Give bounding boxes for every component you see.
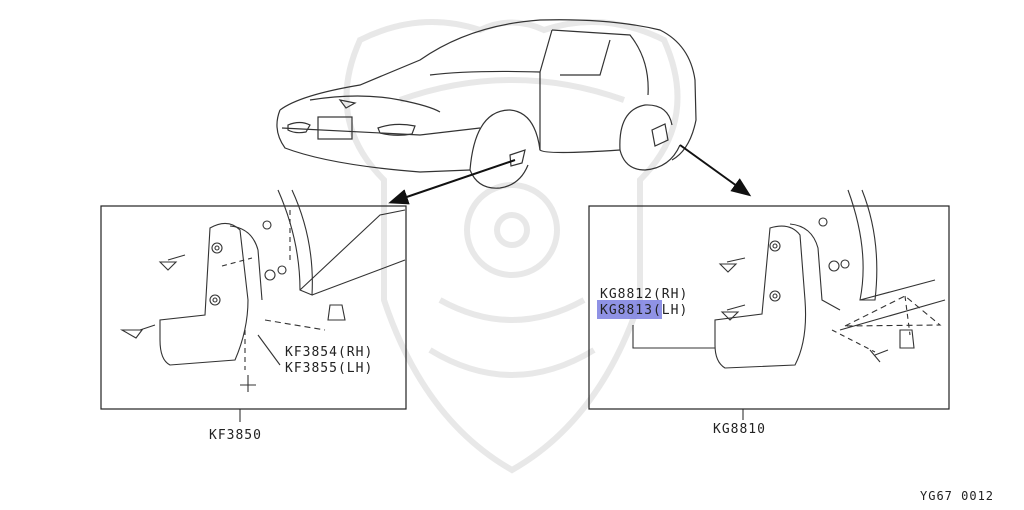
front-mudflap-drawing (119, 189, 406, 392)
assembly-number-kg8810[interactable]: KG8810 (713, 422, 766, 437)
part-highlight (597, 300, 662, 319)
pointer-arrow-rear (679, 144, 752, 197)
rear-mudflap-drawing (632, 189, 946, 369)
part-number-kg8813-lh[interactable]: KG8813(LH) (600, 303, 689, 318)
watermark-emblem (343, 19, 681, 474)
car-illustration (276, 19, 697, 189)
part-number-kf3854-rh[interactable]: KF3854(RH) (285, 345, 374, 360)
part-number-kf3855-lh[interactable]: KF3855(LH) (285, 361, 374, 376)
assembly-number-kf3850[interactable]: KF3850 (209, 428, 262, 443)
diagram-code: YG67 0012 (920, 489, 995, 503)
front-mudflap-panel (100, 205, 407, 410)
rear-mudflap-panel (588, 205, 950, 410)
part-number-kg8812-rh[interactable]: KG8812(RH) (600, 287, 689, 302)
pointer-arrow-front (388, 159, 516, 205)
